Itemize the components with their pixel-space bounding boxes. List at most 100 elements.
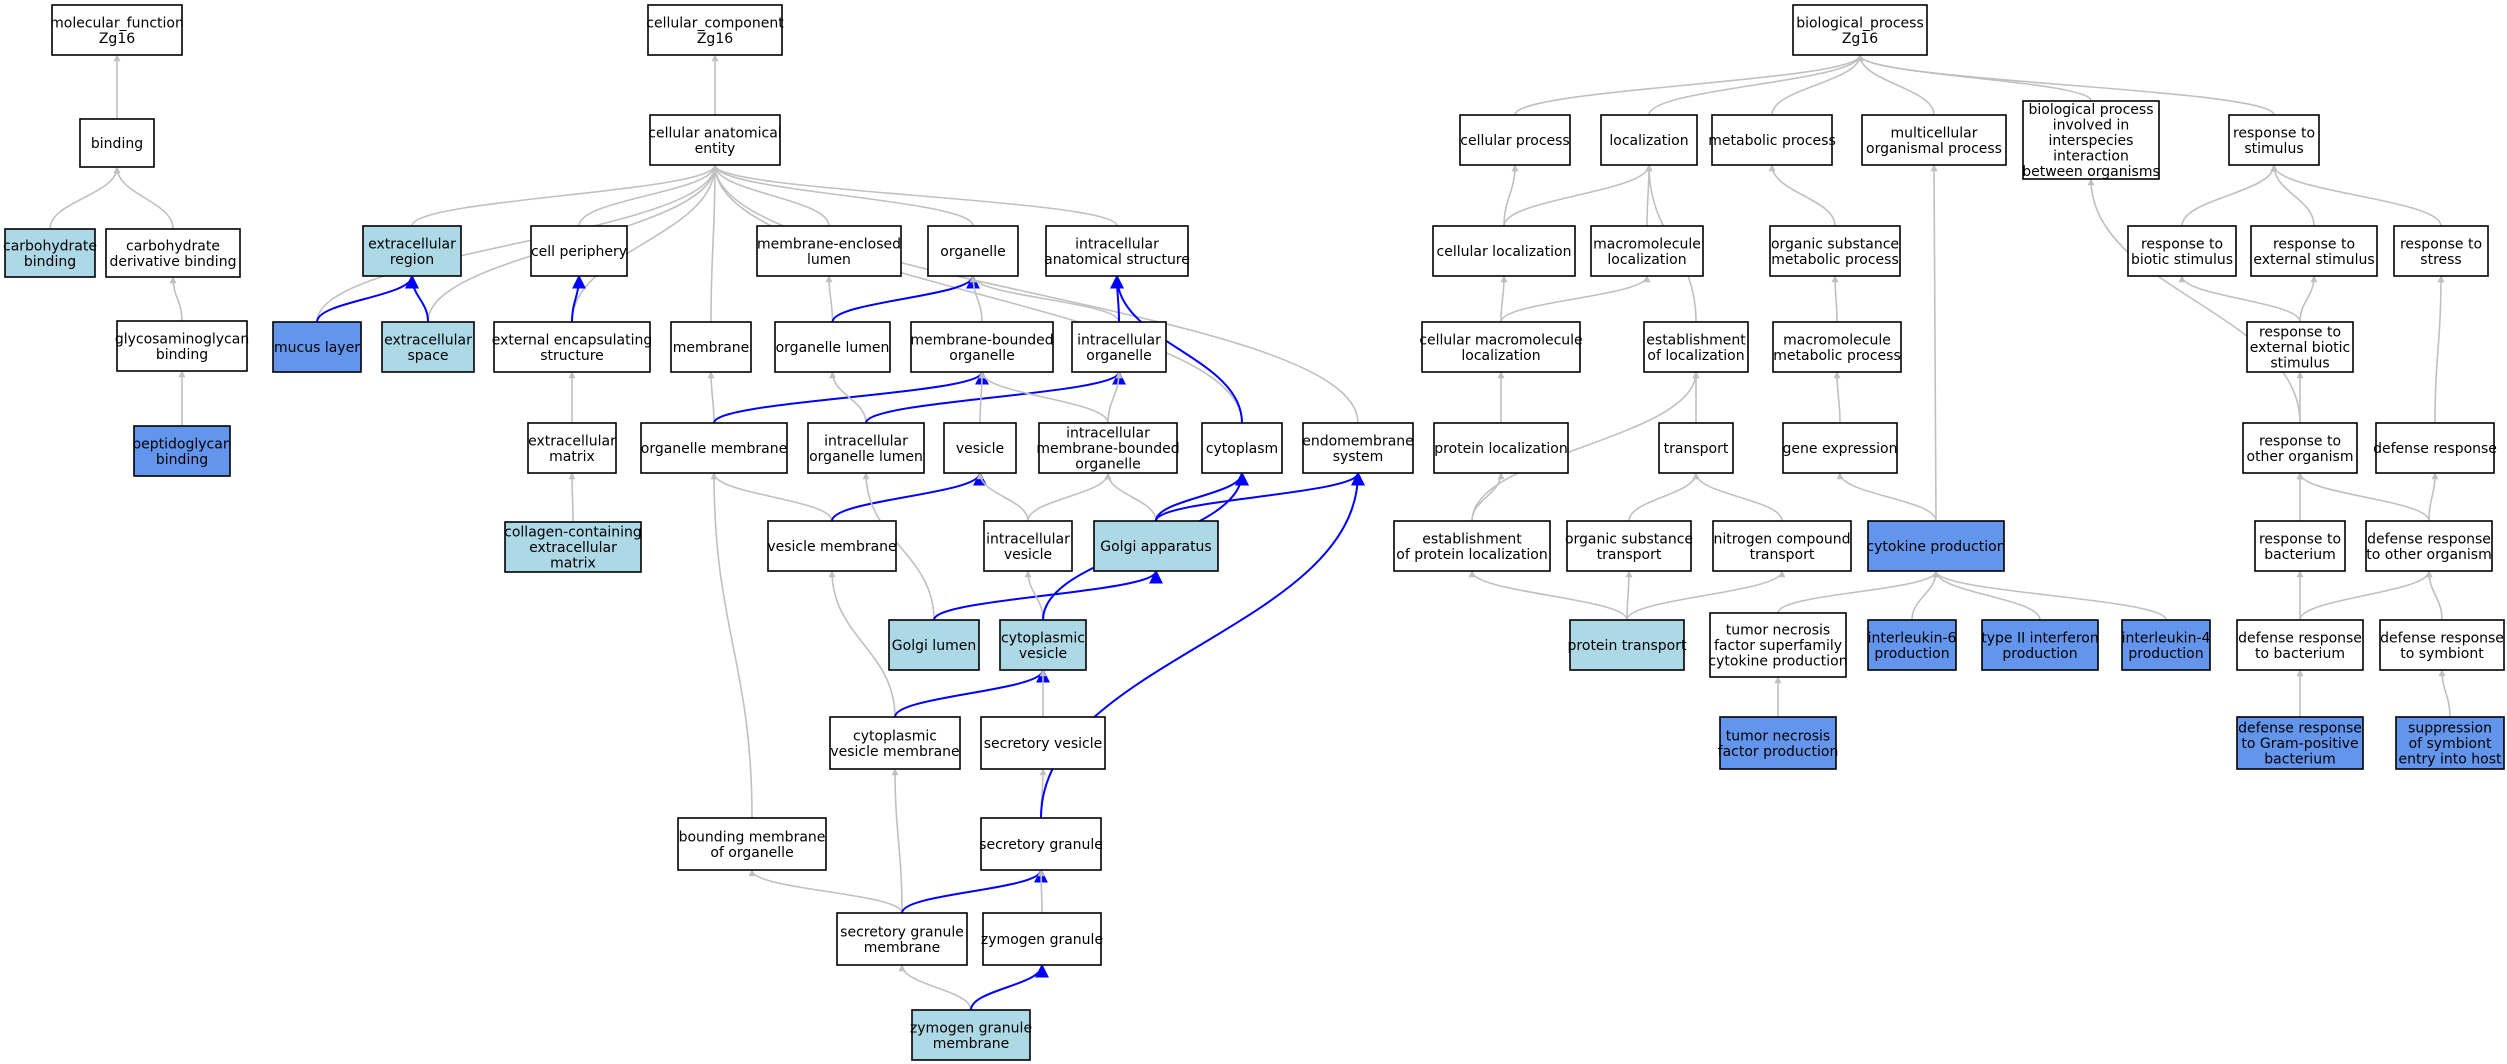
node-secretory-vesicle[interactable]: secretory vesicle (980, 716, 1106, 770)
edge-vesicle_membrane-to-organelle_membrane (710, 472, 833, 522)
node-label-line: production (1874, 646, 1949, 662)
node-cell-periphery[interactable]: cell periphery (530, 225, 628, 277)
node-cell-localization[interactable]: cellular localization (1432, 225, 1576, 277)
node-transport[interactable]: transport (1658, 422, 1734, 474)
node-secretory-granule[interactable]: secretory granule (979, 817, 1103, 871)
edge-ext_encap-to-cell_periphery (571, 274, 586, 323)
node-label-line: structure (540, 348, 604, 364)
node-label-line: establishment (1422, 531, 1522, 547)
node-organelle-lumen[interactable]: organelle lumen (774, 321, 891, 373)
node-vesicle[interactable]: vesicle (943, 422, 1017, 474)
node-label-line: protein localization (1434, 441, 1567, 457)
node-organelle[interactable]: organelle (927, 225, 1019, 277)
node-label-line: binding (156, 452, 208, 468)
node-binding[interactable]: binding (79, 118, 155, 168)
node-protein-loc[interactable]: protein localization (1433, 422, 1569, 474)
node-label-line: binding (24, 254, 76, 270)
node-label-line: secretory granule (979, 837, 1103, 853)
node-organelle-membrane[interactable]: organelle membrane (640, 422, 788, 474)
node-localization[interactable]: localization (1600, 114, 1698, 166)
edge-intracell_vesicle-to-vesicle (976, 472, 1029, 522)
node-golgi-lumen[interactable]: Golgi lumen (888, 619, 980, 671)
node-mucus[interactable]: mucus layer (272, 321, 362, 373)
node-protein-transport[interactable]: protein transport (1568, 619, 1687, 671)
node-vesicle-membrane[interactable]: vesicle membrane (767, 520, 897, 572)
node-defense-resp[interactable]: defense response (2373, 422, 2497, 474)
node-zymogen-granule[interactable]: zymogen granule (981, 912, 1103, 966)
node-cytokine-prod[interactable]: cytokine production (1866, 520, 2006, 572)
node-metabolic-process[interactable]: metabolic process (1708, 114, 1836, 166)
node-label-line: metabolic process (1773, 348, 1901, 364)
node-membrane[interactable]: membrane (670, 321, 752, 373)
node-label-line: gene expression (1783, 441, 1898, 457)
node-cellular-process[interactable]: cellular process (1459, 114, 1571, 166)
node-label-line: matrix (550, 556, 596, 572)
node-label-line: organismal process (1866, 141, 2002, 157)
edge-resp_ext_biotic-to-resp_external (2299, 275, 2318, 323)
node-label-line: extracellular (368, 236, 456, 252)
node-gene-expr[interactable]: gene expression (1782, 422, 1898, 474)
node-label-line: intracellular (1077, 332, 1161, 348)
node-cytoplasm[interactable]: cytoplasm (1201, 422, 1283, 474)
node-label-line: cellular process (1460, 133, 1569, 149)
node-label-line: intracellular (824, 433, 908, 449)
node-golgi[interactable]: Golgi apparatus (1093, 520, 1219, 572)
edge-golgi-to-endomembrane (1155, 471, 1365, 522)
node-label-line: cytoplasmic (853, 728, 937, 744)
